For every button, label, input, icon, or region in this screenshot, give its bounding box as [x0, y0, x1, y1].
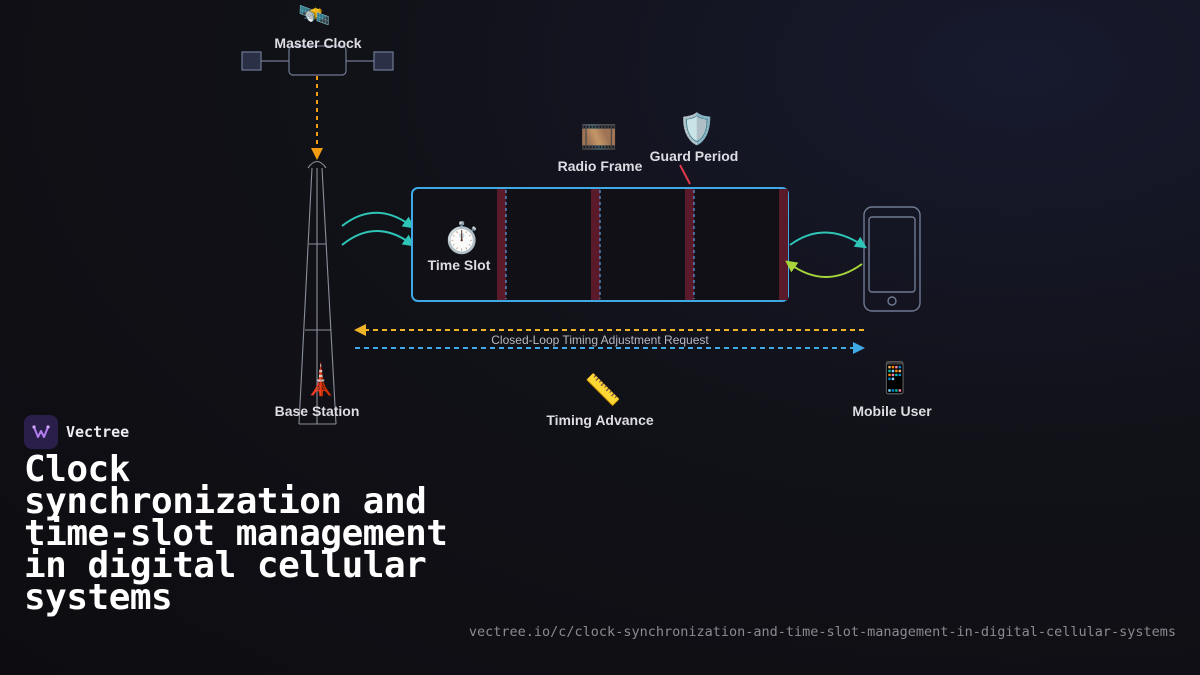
- guard-period-pointer: [679, 164, 691, 185]
- source-url[interactable]: vectree.io/c/clock-synchronization-and-t…: [468, 624, 1176, 640]
- mobile-phone-shape: [863, 206, 921, 312]
- stopwatch-icon: ⏱️: [443, 222, 481, 255]
- base-station-tower: [298, 160, 337, 425]
- mobile-phone-icon: 📱: [876, 362, 914, 395]
- shield-icon: 🛡️: [678, 113, 716, 146]
- master-clock-shape: [241, 45, 394, 76]
- mobile-uplink-wave: [785, 260, 863, 278]
- closed-loop-label: Closed-Loop Timing Adjustment Request: [491, 333, 709, 347]
- vectree-logo-icon: [24, 415, 58, 449]
- film-frames-icon: 🎞️: [580, 121, 618, 154]
- timing-advance-label: Timing Advance: [546, 412, 654, 428]
- guard-period-bars: [497, 189, 788, 300]
- brand: Vectree: [24, 415, 129, 449]
- base-station-label: Base Station: [274, 403, 360, 419]
- master-clock-label: Master Clock: [274, 35, 362, 51]
- guard-period-label: Guard Period: [649, 148, 739, 164]
- ruler-icon: 📏: [584, 374, 622, 407]
- tower-icon: 🗼: [302, 364, 340, 397]
- base-station-wave-lower: [341, 230, 415, 247]
- time-slot-label: Time Slot: [427, 257, 491, 273]
- mobile-downlink-wave: [789, 231, 868, 249]
- page-title: Clock synchronization and time-slot mana…: [24, 449, 448, 618]
- mobile-user-label: Mobile User: [852, 403, 932, 419]
- satellite-icon: 🛰️: [298, 0, 331, 30]
- radio-frame-label: Radio Frame: [557, 158, 643, 174]
- time-slot-dividers: [505, 190, 695, 299]
- brand-name: Vectree: [66, 423, 130, 441]
- base-station-wave-upper: [341, 211, 415, 229]
